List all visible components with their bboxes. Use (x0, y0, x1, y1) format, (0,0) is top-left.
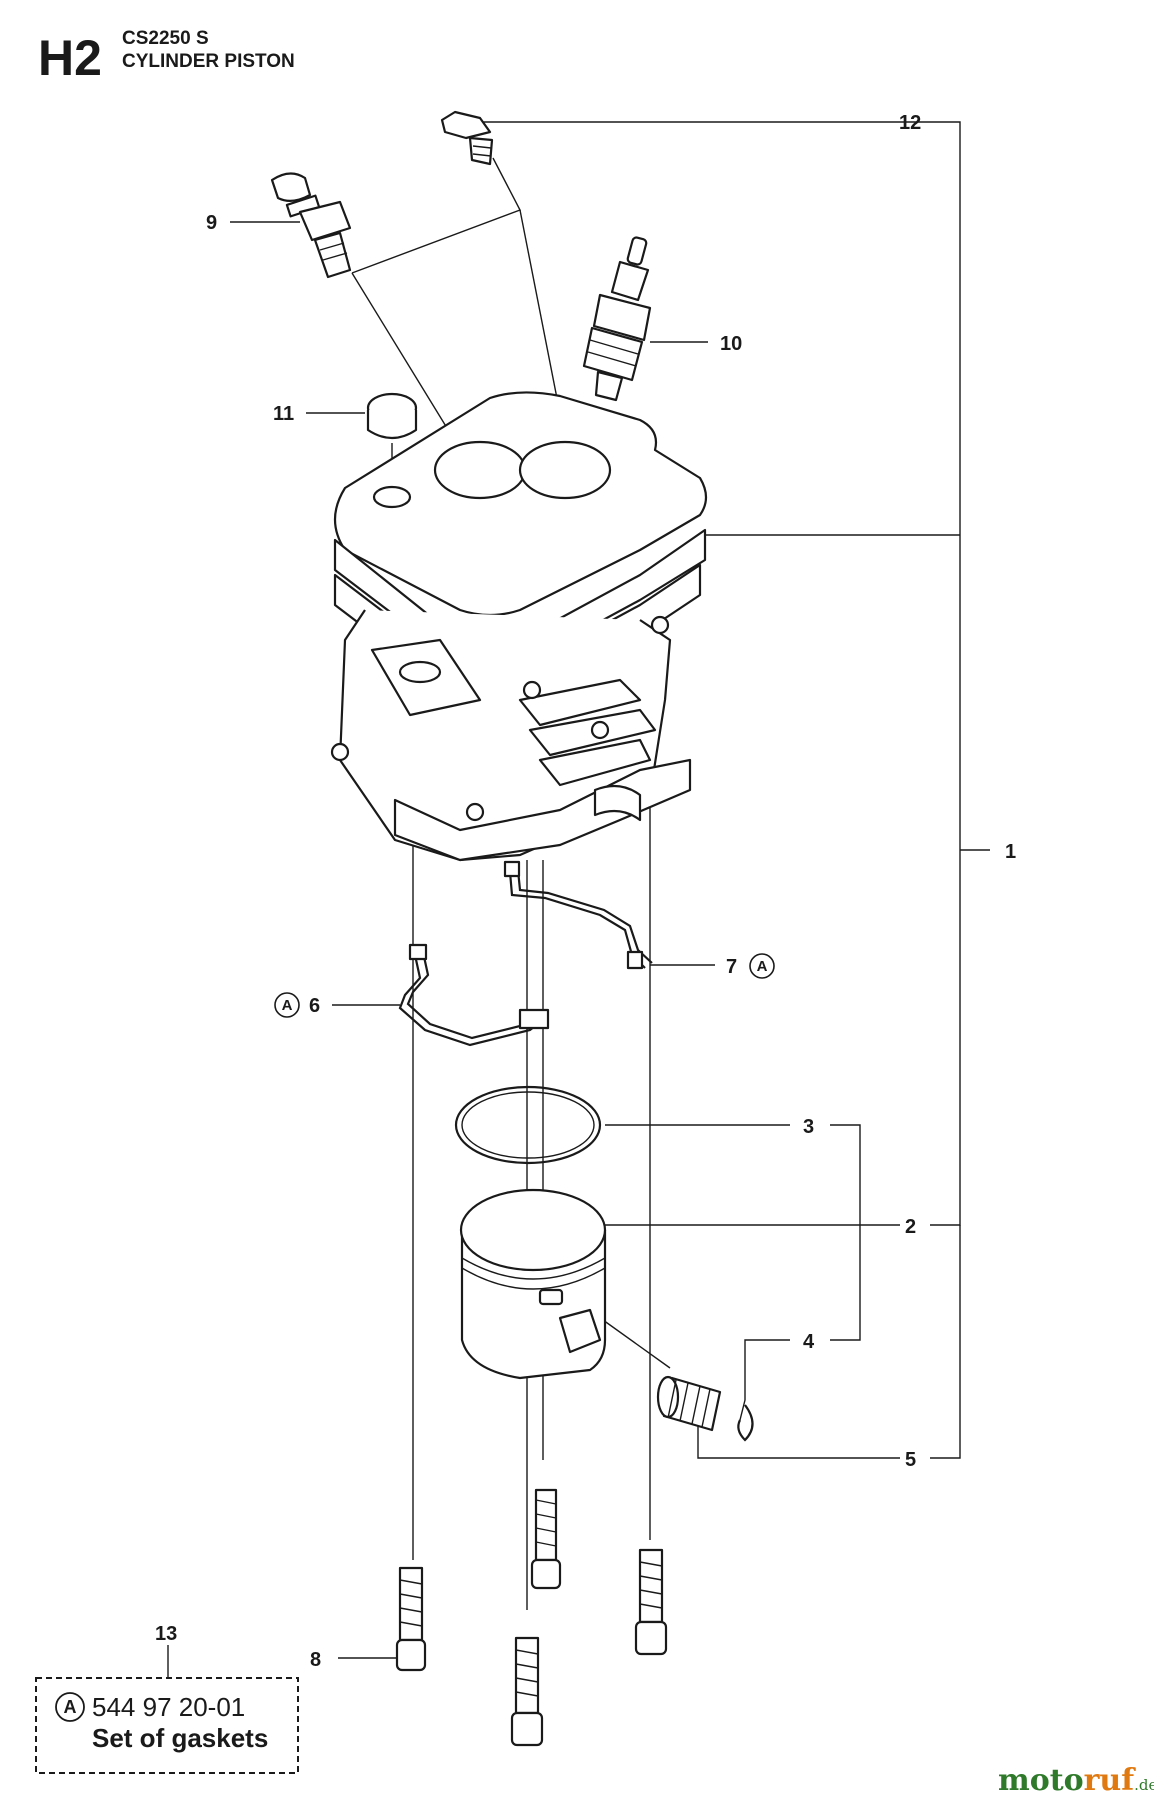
kit-marker-7: A (749, 953, 775, 979)
diagram-title: CYLINDER PISTON (122, 51, 295, 72)
model-label: CS2250 S (122, 28, 209, 49)
needle-bearing-part (656, 1375, 722, 1432)
callout-labels: 12 9 10 11 1 7 6 3 2 4 5 13 8 A A (155, 112, 1016, 1671)
callout-6: 6 (309, 995, 320, 1017)
callout-2: 2 (905, 1216, 916, 1238)
cylinder-part (330, 391, 708, 862)
callout-12: 12 (899, 112, 921, 134)
callout-5: 5 (905, 1449, 916, 1471)
svg-text:A: A (757, 958, 768, 975)
callout-9: 9 (206, 212, 217, 234)
callout-1: 1 (1005, 841, 1016, 863)
kit-marker-6: A (274, 992, 300, 1018)
callout-11: 11 (273, 403, 294, 425)
svg-text:motoruf.de: motoruf.de (998, 1763, 1154, 1798)
kit-part-number: 544 97 20-01 (92, 1692, 245, 1722)
circlip-part (737, 1404, 754, 1442)
page-code: H2 (38, 30, 102, 86)
callout-10: 10 (720, 333, 742, 355)
callout-3: 3 (803, 1116, 814, 1138)
callout-8: 8 (310, 1649, 321, 1671)
gasket-6-part (398, 943, 550, 1047)
kit-marker: A (64, 1697, 77, 1717)
plug-part (440, 110, 494, 166)
svg-text:A: A (282, 997, 293, 1014)
leader-lines (167, 121, 990, 1678)
piston-part (459, 1188, 607, 1380)
kit-box: A 544 97 20-01 Set of gaskets (35, 1677, 299, 1774)
watermark-logo: motoruf.de (998, 1763, 1154, 1798)
gasket-7-part (503, 860, 653, 970)
kit-description: Set of gaskets (92, 1723, 268, 1753)
callout-4: 4 (803, 1331, 815, 1353)
piston-ring-part (454, 1085, 602, 1165)
callout-13: 13 (155, 1623, 177, 1645)
decompression-valve-part (270, 172, 352, 279)
screws-part (395, 1488, 668, 1747)
spark-plug-part (582, 236, 652, 402)
cap-part (366, 392, 418, 440)
callout-7: 7 (726, 956, 737, 978)
